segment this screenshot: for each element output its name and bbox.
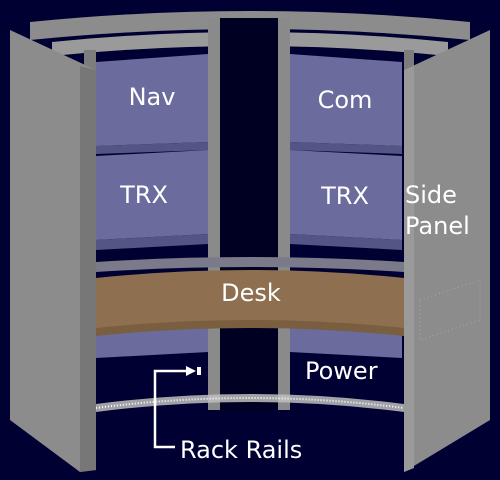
rack-rails-arrowhead	[186, 366, 196, 376]
side-panel-texture	[419, 279, 481, 341]
left-side-panel	[10, 30, 96, 472]
com-panel-edge	[290, 142, 402, 154]
center-rail-left	[208, 18, 220, 410]
rack-rails-pointer-tip	[197, 367, 201, 375]
center-rail-right	[278, 18, 290, 410]
desk-front-edge	[96, 320, 404, 336]
nav-panel-edge	[96, 142, 208, 154]
trx-left-panel	[96, 150, 208, 240]
trx-left-panel-edge	[96, 234, 208, 250]
com-label: Com	[318, 86, 373, 114]
side-panel-label-line2: Panel	[405, 212, 470, 240]
desk-label: Desk	[221, 279, 281, 307]
trx-right-panel-edge	[290, 234, 402, 250]
com-panel	[290, 54, 402, 146]
trx-left-label: TRX	[119, 181, 168, 209]
left-side-panel-shade	[80, 66, 96, 472]
center-gap	[220, 18, 278, 410]
bottom-rail	[96, 394, 404, 412]
desk-back-rail	[96, 257, 404, 272]
desk	[96, 270, 404, 336]
trx-right-panel	[290, 150, 402, 240]
rack-rails-label: Rack Rails	[180, 436, 302, 464]
nav-label: Nav	[129, 83, 176, 111]
nav-panel	[96, 54, 208, 146]
power-label: Power	[305, 357, 378, 385]
side-panel-label-line1: Side	[405, 181, 457, 209]
side-panel	[404, 30, 490, 472]
trx-right-label: TRX	[320, 182, 369, 210]
side-panel-edge	[404, 66, 414, 472]
rack-rails-callout-line	[153, 369, 188, 449]
